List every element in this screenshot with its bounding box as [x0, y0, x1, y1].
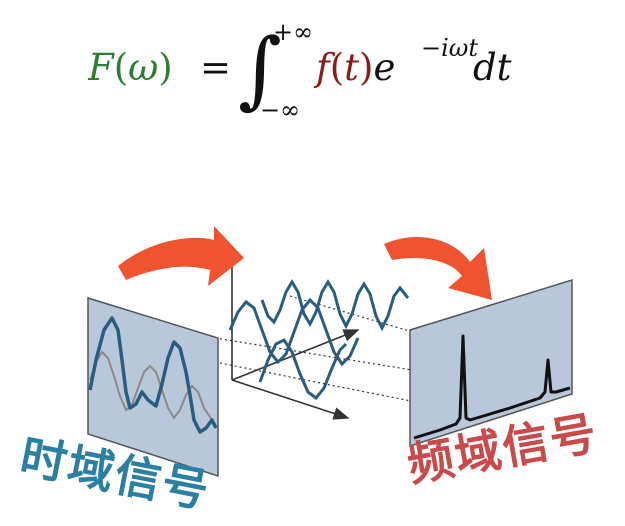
- formula-integrand-close: ): [359, 46, 373, 89]
- fourier-transform-formula: F(ω) = ∫ +∞ −∞ f(t)e −iωt dt: [88, 18, 512, 123]
- svg-text:F(ω): F(ω): [88, 46, 173, 89]
- formula-integrand-variable: t: [344, 46, 359, 89]
- right-curved-arrow: [384, 237, 492, 300]
- formula-exp-base: e: [373, 46, 395, 89]
- axes: [231, 262, 360, 420]
- formula-lhs-close: ): [158, 46, 172, 89]
- formula-differential: dt: [473, 46, 512, 89]
- formula-equals: =: [200, 46, 231, 89]
- formula-lhs-variable: ω: [128, 46, 158, 89]
- svg-text:f(t)e: f(t)e: [313, 46, 395, 89]
- sine-wave-front: [258, 338, 348, 401]
- formula-exponent: −iωt: [421, 34, 478, 62]
- time-domain-panel: [87, 296, 219, 478]
- spectrum-line: [413, 334, 571, 440]
- formula-lhs-function: F: [88, 46, 115, 89]
- frequency-domain-panel: [409, 278, 573, 448]
- left-curved-arrow: [118, 226, 244, 286]
- formula-integral-sign: ∫: [238, 20, 282, 118]
- formula-lhs-open: (: [114, 46, 128, 89]
- formula-lower-limit: −∞: [260, 96, 300, 123]
- formula-upper-limit: +∞: [273, 18, 313, 46]
- time-blue-wave: [88, 316, 218, 434]
- sine-wave-high: [260, 279, 410, 332]
- formula-integrand-open: (: [330, 46, 344, 89]
